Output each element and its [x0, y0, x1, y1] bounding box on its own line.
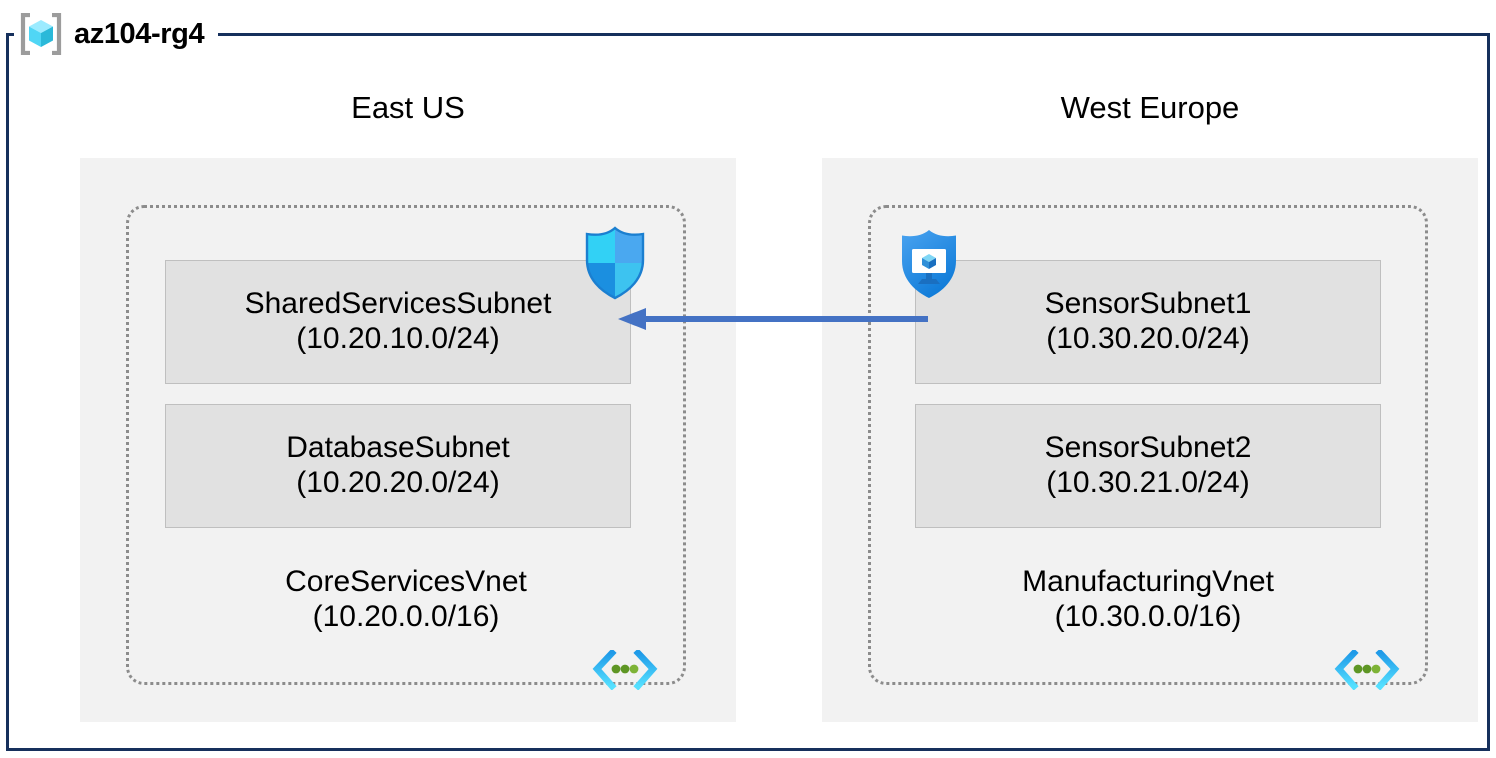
vnet-caption-manufacturingvnet: ManufacturingVnet (10.30.0.0/16) [868, 565, 1428, 635]
vnet-peering-arrow[interactable] [618, 304, 928, 334]
network-security-group-shield-icon [583, 226, 647, 300]
vnet-coreservicesvnet[interactable] [126, 205, 686, 685]
region-label-eastus: East US [351, 90, 465, 125]
subnet-name: SensorSubnet2 [1044, 431, 1252, 465]
region-label-westeurope: West Europe [1060, 90, 1240, 125]
subnet-sharedservicessubnet[interactable]: SharedServicesSubnet (10.20.10.0/24) [165, 260, 631, 384]
bastion-shield-monitor-icon [898, 228, 960, 300]
vnet-cidr: (10.20.0.0/16) [312, 599, 500, 633]
subnet-cidr: (10.30.20.0/24) [1046, 322, 1250, 355]
subnet-cidr: (10.20.10.0/24) [296, 322, 500, 355]
vnet-name: CoreServicesVnet [285, 565, 527, 598]
subnet-sensorsubnet1[interactable]: SensorSubnet1 (10.30.20.0/24) [915, 260, 1381, 384]
subnet-cidr: (10.20.20.0/24) [296, 466, 500, 499]
subnet-databasesubnet[interactable]: DatabaseSubnet (10.20.20.0/24) [165, 404, 631, 528]
subnet-cidr: (10.30.21.0/24) [1046, 466, 1250, 499]
subnet-name: SensorSubnet1 [1044, 287, 1252, 321]
vnet-cidr: (10.30.0.0/16) [1054, 599, 1242, 633]
virtual-network-icon [1334, 648, 1400, 691]
resource-group-frame [6, 33, 1490, 751]
vnet-caption-coreservicesvnet: CoreServicesVnet (10.20.0.0/16) [126, 565, 686, 635]
subnet-name: DatabaseSubnet [286, 431, 510, 465]
resource-group-header[interactable]: az104-rg4 [14, 12, 219, 56]
subnet-name: SharedServicesSubnet [244, 287, 552, 321]
resource-group-cube-icon [18, 12, 64, 56]
resource-group-name: az104-rg4 [74, 17, 205, 50]
vnet-manufacturingvnet[interactable] [868, 205, 1428, 685]
vnet-name: ManufacturingVnet [1022, 565, 1274, 598]
subnet-sensorsubnet2[interactable]: SensorSubnet2 (10.30.21.0/24) [915, 404, 1381, 528]
virtual-network-icon [592, 648, 658, 691]
